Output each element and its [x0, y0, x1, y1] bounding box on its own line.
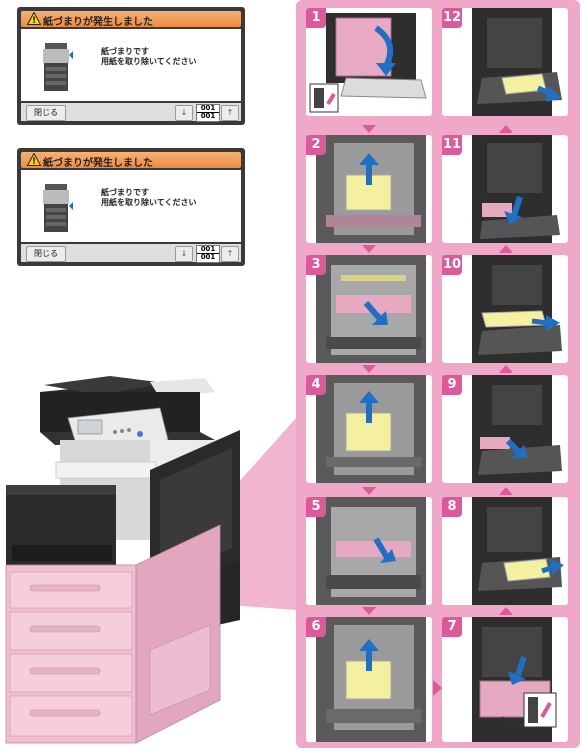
close-button[interactable]: 閉じる: [26, 246, 66, 262]
step-4: 4: [306, 375, 432, 483]
screen-footer: 閉じる ↓ 001 001 ↑: [21, 244, 241, 263]
step-1: 1: [306, 8, 432, 116]
flow-arrow-up: [499, 365, 513, 373]
step-number: 9: [442, 375, 462, 395]
step-number: 7: [442, 617, 462, 637]
flow-arrow-down: [362, 487, 376, 495]
step-7-image: [472, 617, 557, 742]
step-6-image: [316, 617, 426, 742]
step-1-image: [309, 13, 427, 113]
step-11-image: [472, 135, 560, 243]
jam-message-line-1: 紙づまりです: [101, 47, 149, 56]
warning-icon: !: [27, 12, 41, 25]
page-current: 001: [200, 104, 216, 112]
step-number: 12: [442, 8, 462, 28]
copier-thumbnail: [43, 43, 73, 91]
arrow-up-icon[interactable]: ↑: [221, 246, 239, 262]
jam-message-line-1: 紙づまりです: [101, 188, 149, 197]
step-4-image: [316, 375, 426, 483]
close-button[interactable]: 閉じる: [26, 105, 66, 121]
jam-screen-2: ! 紙づまりが発生しました 紙づまりです 用紙を取り除いてください 閉じる ↓ …: [17, 148, 245, 266]
flow-arrow-up: [499, 607, 513, 615]
step-2: 2: [306, 135, 432, 243]
warning-icon: !: [27, 153, 41, 166]
step-number: 11: [442, 135, 462, 155]
flow-arrow-up: [499, 245, 513, 253]
step-number: 8: [442, 497, 462, 517]
step-number: 3: [306, 255, 326, 275]
svg-text:!: !: [32, 157, 36, 166]
step-number: 6: [306, 617, 326, 637]
page-counter: 001 001: [196, 104, 220, 122]
step-12-image: [472, 8, 562, 116]
step-number: 5: [306, 497, 326, 517]
page-counter: 001 001: [196, 245, 220, 263]
copier-thumbnail: [43, 184, 73, 232]
screen-title-bar: ! 紙づまりが発生しました: [21, 11, 241, 28]
flow-arrow-down: [362, 607, 376, 615]
step-3: 3: [306, 255, 432, 363]
screen-body: 紙づまりです 用紙を取り除いてください: [21, 29, 241, 101]
flow-arrow-down: [362, 365, 376, 373]
flow-arrow-up: [499, 487, 513, 495]
arrow-down-icon[interactable]: ↓: [175, 105, 193, 121]
step-2-image: [316, 135, 426, 243]
step-10: 10: [442, 255, 568, 363]
step-7: 7: [442, 617, 568, 742]
step-number: 10: [442, 255, 462, 275]
step-9: 9: [442, 375, 568, 483]
step-9-image: [472, 375, 562, 483]
flow-arrow-down: [362, 245, 376, 253]
screen-body: 紙づまりです 用紙を取り除いてください: [21, 170, 241, 242]
step-8: 8: [442, 497, 568, 605]
step-6: 6: [306, 617, 432, 742]
step-11: 11: [442, 135, 568, 243]
page-total: 001: [197, 112, 219, 120]
step-3-image: [316, 255, 426, 363]
step-number: 2: [306, 135, 326, 155]
jam-message-line-2: 用紙を取り除いてください: [101, 198, 197, 207]
jam-screen-1: ! 紙づまりが発生しました 紙づまりです 用紙を取り除いてください 閉じる ↓ …: [17, 7, 245, 125]
step-5-image: [316, 497, 426, 605]
flow-arrow-right: [433, 680, 442, 696]
step-number: 1: [306, 8, 326, 28]
page-total: 001: [197, 253, 219, 261]
step-5: 5: [306, 497, 432, 605]
arrow-down-icon[interactable]: ↓: [175, 246, 193, 262]
screen-title: 紙づまりが発生しました: [43, 158, 153, 169]
arrow-up-icon[interactable]: ↑: [221, 105, 239, 121]
svg-text:!: !: [32, 16, 36, 25]
screen-title-bar: ! 紙づまりが発生しました: [21, 152, 241, 169]
step-10-image: [472, 255, 562, 363]
screen-title: 紙づまりが発生しました: [43, 17, 153, 28]
flow-arrow-up: [499, 125, 513, 133]
step-12: 12: [442, 8, 568, 116]
jam-message-line-2: 用紙を取り除いてください: [101, 57, 197, 66]
step-8-image: [472, 497, 564, 605]
page-current: 001: [200, 245, 216, 253]
jam-message: 紙づまりです 用紙を取り除いてください: [101, 188, 197, 208]
step-number: 4: [306, 375, 326, 395]
screen-footer: 閉じる ↓ 001 001 ↑: [21, 103, 241, 122]
flow-arrow-down: [362, 125, 376, 133]
jam-message: 紙づまりです 用紙を取り除いてください: [101, 47, 197, 67]
